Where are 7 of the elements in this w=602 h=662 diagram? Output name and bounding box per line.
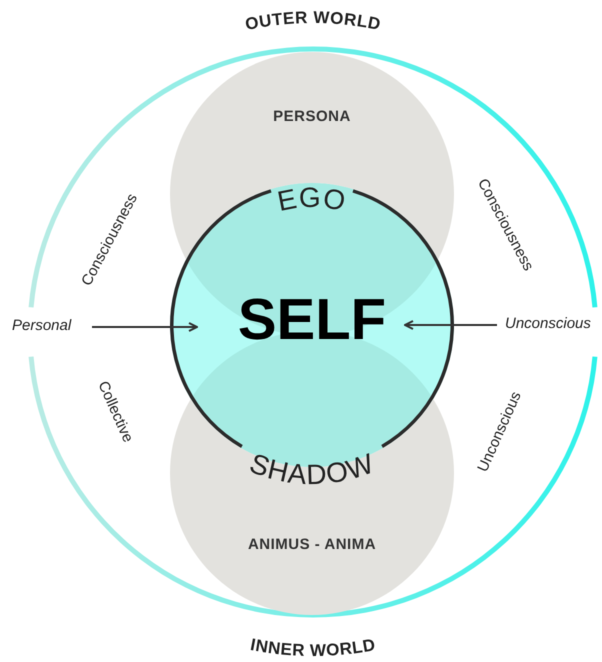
unconscious-label: Unconscious [505,315,601,335]
ego-label: EGO [274,182,349,217]
outer-world-heading: OUTER WORLD [244,8,382,34]
arrow [404,320,497,330]
personal-label: Personal [12,317,84,337]
arrow [92,322,198,332]
inner-world-heading: INNER WORLD [248,635,378,660]
